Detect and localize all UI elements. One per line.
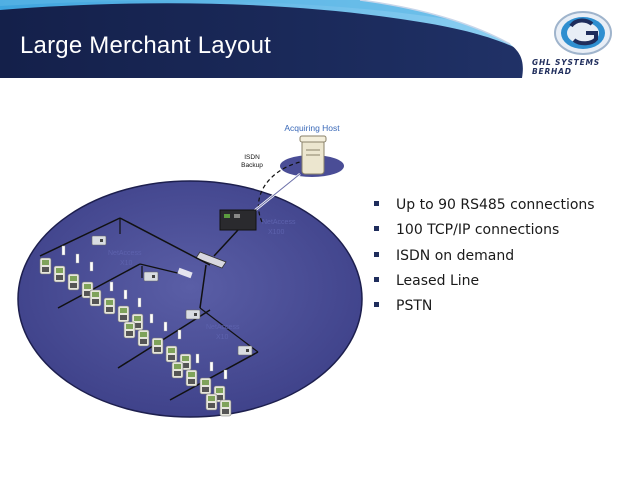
- router-label-2: X100: [268, 229, 284, 236]
- page-title: Large Merchant Layout: [20, 32, 272, 59]
- netaccess-left-label-1: NetAccess: [108, 250, 142, 257]
- slide-header: Large Merchant Layout GHL SYSTEMS BERHAD: [0, 0, 638, 78]
- network-diagram: Acquiring Host ISDN Backup NetAccess X10…: [17, 123, 363, 418]
- feature-list: Up to 90 RS485 connections 100 TCP/IP co…: [372, 194, 595, 320]
- list-item: PSTN: [372, 295, 595, 320]
- netaccess-left-label-2: X10: [120, 260, 133, 267]
- backup-label: Backup: [241, 162, 263, 169]
- bullet-icon: [374, 251, 379, 257]
- company-name: GHL SYSTEMS BERHAD: [532, 58, 600, 76]
- netaccess-right-label-2: X10: [216, 334, 229, 341]
- bullet-text: ISDN on demand: [396, 247, 515, 264]
- switch-icon: [195, 251, 227, 269]
- bullet-icon: [374, 302, 379, 308]
- bullet-icon: [374, 226, 379, 232]
- list-item: Leased Line: [372, 270, 595, 295]
- header-banner: [0, 0, 638, 78]
- isdn-label: ISDN: [244, 154, 260, 161]
- list-item: 100 TCP/IP connections: [372, 219, 595, 244]
- list-item: Up to 90 RS485 connections: [372, 194, 595, 219]
- bullet-text: 100 TCP/IP connections: [396, 222, 560, 239]
- bullet-text: PSTN: [396, 298, 433, 315]
- list-item: ISDN on demand: [372, 245, 595, 270]
- netaccess-right-label-1: NetAccess: [206, 324, 240, 331]
- bullet-text: Up to 90 RS485 connections: [396, 197, 595, 213]
- router-box-icon: [219, 209, 257, 231]
- bullet-icon: [374, 201, 379, 206]
- router-label-1: NetAccess: [262, 219, 296, 226]
- bullet-text: Leased Line: [396, 272, 480, 289]
- acquiring-host-label: Acquiring Host: [284, 123, 340, 133]
- company-logo: [554, 11, 612, 55]
- host-server-icon: [299, 135, 327, 175]
- bullet-icon: [374, 276, 379, 282]
